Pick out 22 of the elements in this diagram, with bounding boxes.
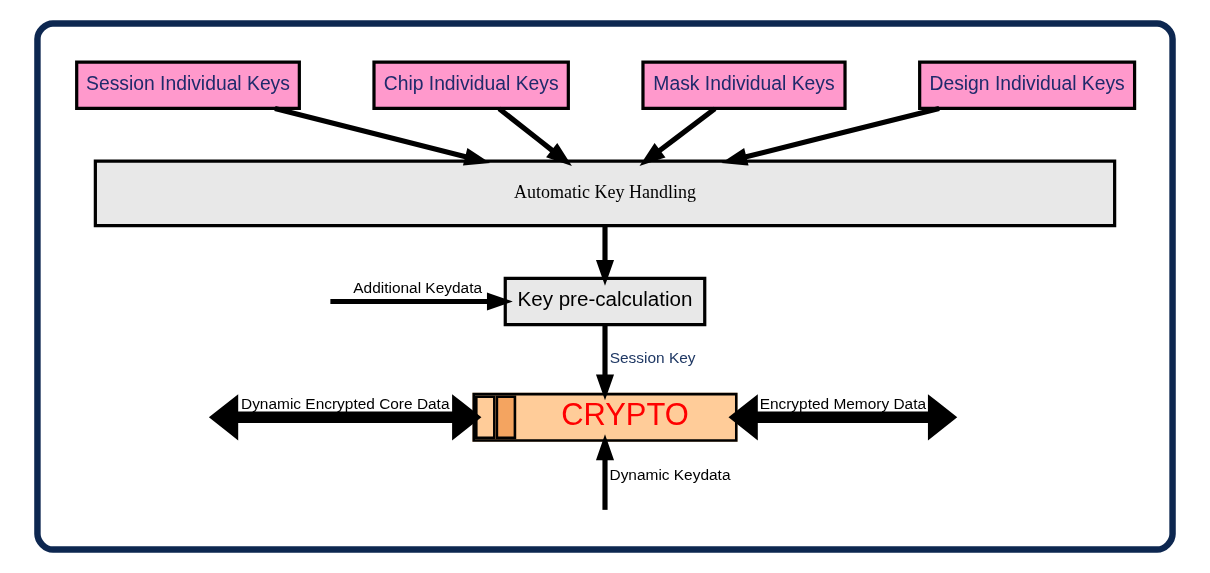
- arrow: [497, 106, 572, 166]
- node-box: Session Individual Keys: [75, 60, 301, 111]
- edge-label: Additional Keydata: [353, 279, 483, 297]
- edge-label: Dynamic Encrypted Core Data: [241, 395, 450, 413]
- arrow: [208, 394, 482, 441]
- node-box: Design Individual Keys: [918, 60, 1137, 111]
- arrow: [595, 434, 615, 510]
- node-box: Chip Individual Keys: [372, 60, 570, 111]
- node-box: Automatic Key Handling: [93, 159, 1117, 228]
- arrow: [330, 292, 513, 311]
- edge-label: Encrypted Memory Data: [759, 395, 927, 413]
- arrow: [595, 325, 615, 401]
- arrow: [595, 225, 615, 286]
- edge-label: Session Key: [609, 348, 696, 366]
- cluster: [34, 20, 1176, 553]
- arrow: [721, 106, 940, 166]
- arrow: [274, 106, 491, 166]
- arrow: [639, 106, 717, 166]
- edge-label: Dynamic Keydata: [609, 465, 731, 483]
- arrow: [728, 394, 958, 441]
- node-box: Mask Individual Keys: [641, 60, 847, 111]
- node-box: Key pre-calculation: [503, 276, 707, 327]
